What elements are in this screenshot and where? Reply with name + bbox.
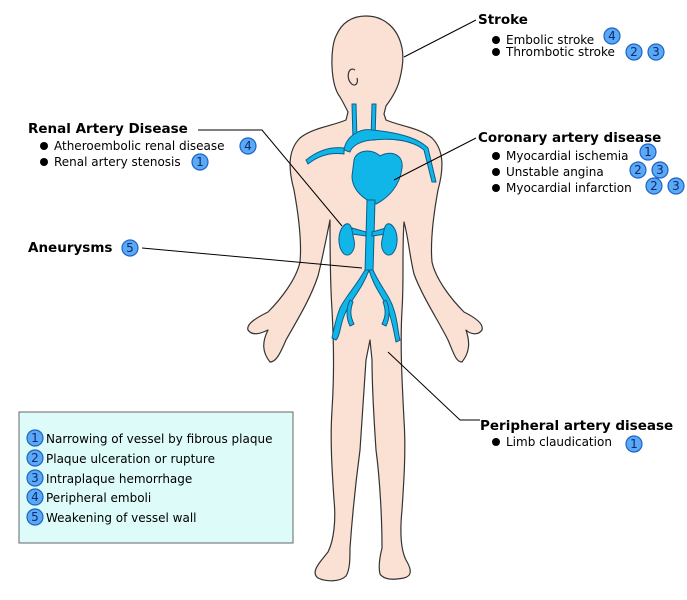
bullet: [40, 158, 48, 166]
aortic-arch: [343, 129, 437, 183]
aneurysms-group: Aneurysms 5: [28, 239, 139, 257]
num-badge: [667, 177, 685, 195]
num-badge: [639, 143, 657, 161]
num-badge-text: 3: [656, 163, 664, 177]
coronary-item-2: Unstable angina: [506, 165, 604, 179]
num-badge: [645, 177, 663, 195]
num-badge-text: 5: [31, 510, 39, 524]
num-badge-text: 2: [31, 451, 39, 465]
num-badge-text: 2: [634, 163, 642, 177]
renal-item-2: Renal artery stenosis: [54, 155, 181, 169]
heart: [351, 150, 403, 205]
stroke-group: Stroke Embolic stroke 4 Thrombotic strok…: [478, 12, 665, 61]
bullet: [492, 36, 500, 44]
renal-group: Renal Artery Disease Atheroembolic renal…: [28, 121, 257, 171]
num-badge-text: 1: [31, 431, 39, 445]
bullet: [40, 142, 48, 150]
arterial-system: [305, 103, 437, 343]
leader-coronary: [393, 137, 477, 181]
num-badge: [26, 488, 44, 506]
num-badge-text: 1: [196, 155, 204, 169]
num-badge: [651, 161, 669, 179]
num-badge: [26, 449, 44, 467]
num-badge: [26, 429, 44, 447]
aneurysms-title: Aneurysms: [28, 240, 112, 256]
leader-renal: [198, 129, 343, 227]
iliac-artery-left: [331, 269, 370, 341]
legend-background: [18, 411, 294, 544]
femoral-branch-right: [381, 299, 390, 327]
stroke-item-2: Thrombotic stroke: [505, 45, 615, 59]
subclavian-left: [305, 147, 345, 165]
stroke-item-1: Embolic stroke: [506, 33, 594, 47]
num-badge: [629, 161, 647, 179]
num-badge-text: 3: [652, 45, 660, 59]
leader-stroke: [403, 19, 477, 58]
num-badge-text: 3: [31, 471, 39, 485]
legend-item-3: Intraplaque hemorrhage: [46, 472, 192, 486]
num-badge-text: 2: [650, 179, 658, 193]
num-badge: [121, 239, 139, 257]
num-badge-text: 5: [126, 241, 134, 255]
num-badge-text: 1: [644, 145, 652, 159]
coronary-item-1: Myocardial ischemia: [506, 149, 628, 163]
human-body-figure: [247, 15, 483, 582]
bullet: [492, 184, 500, 192]
legend-item-1: Narrowing of vessel by fibrous plaque: [46, 432, 272, 446]
coronary-title: Coronary artery disease: [478, 130, 661, 146]
legend-item-2: Plaque ulceration or rupture: [46, 452, 215, 466]
bullet: [492, 168, 500, 176]
num-badge: [191, 153, 209, 171]
femoral-branch-left: [346, 299, 355, 327]
peripheral-item-1: Limb claudication: [506, 435, 612, 449]
num-badge-text: 3: [672, 179, 680, 193]
num-badge: [26, 508, 44, 526]
bullet: [492, 438, 500, 446]
kidney-left: [338, 223, 355, 256]
num-badge: [603, 27, 621, 45]
legend-item-5: Weakening of vessel wall: [46, 511, 197, 525]
renal-item-1: Atheroembolic renal disease: [54, 139, 225, 153]
num-badge: [647, 43, 665, 61]
renal-title: Renal Artery Disease: [28, 121, 188, 137]
num-badge: [625, 43, 643, 61]
num-badge: [625, 435, 643, 453]
legend-box: 1 Narrowing of vessel by fibrous plaque …: [18, 411, 294, 544]
leader-peripheral: [387, 351, 480, 421]
peripheral-title: Peripheral artery disease: [480, 418, 673, 434]
stroke-title: Stroke: [478, 12, 528, 28]
num-badge-text: 1: [630, 437, 638, 451]
num-badge-text: 4: [244, 139, 252, 153]
leader-aneurysms: [141, 247, 363, 269]
coronary-item-3: Myocardial infarction: [506, 181, 632, 195]
num-badge-text: 4: [608, 29, 616, 43]
num-badge: [26, 469, 44, 487]
bullet: [492, 48, 500, 56]
legend-item-4: Peripheral emboli: [46, 491, 151, 505]
peripheral-group: Peripheral artery disease Limb claudicat…: [480, 418, 673, 453]
bullet: [492, 152, 500, 160]
num-badge-text: 4: [31, 490, 39, 504]
num-badge-text: 2: [630, 45, 638, 59]
num-badge: [239, 137, 257, 155]
coronary-group: Coronary artery disease Myocardial ische…: [478, 130, 685, 195]
leader-lines: [141, 19, 480, 421]
kidney-right: [381, 223, 398, 256]
